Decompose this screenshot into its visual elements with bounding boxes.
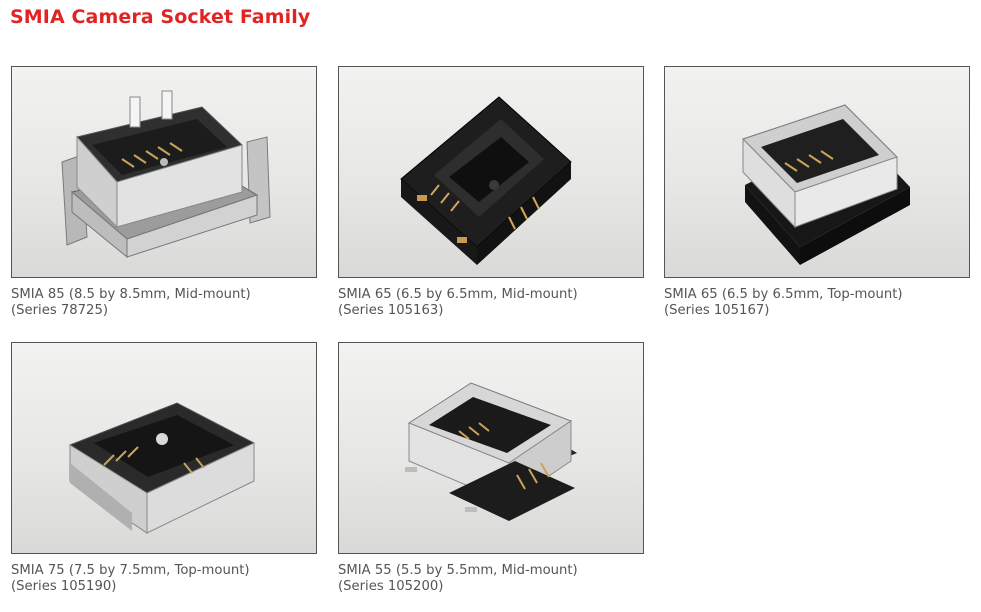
product-name: SMIA 75 (7.5 by 7.5mm, Top-mount) [11, 563, 250, 578]
socket-illustration-smia-75 [68, 402, 256, 534]
product-caption-smia-55: SMIA 55 (5.5 by 5.5mm, Mid-mount) (Serie… [338, 563, 644, 595]
product-name: SMIA 85 (8.5 by 8.5mm, Mid-mount) [11, 287, 251, 302]
product-photo-smia-65-mid [338, 66, 644, 278]
product-photo-smia-65-top [664, 66, 970, 278]
product-series: (Series 105190) [11, 579, 117, 594]
socket-illustration-smia-65-top [742, 104, 910, 265]
product-photo-smia-85 [11, 66, 317, 278]
product-name: SMIA 55 (5.5 by 5.5mm, Mid-mount) [338, 563, 578, 578]
socket-illustration-smia-55 [405, 382, 577, 521]
product-card-smia-85: SMIA 85 (8.5 by 8.5mm, Mid-mount) (Serie… [11, 66, 317, 319]
product-series: (Series 105167) [664, 303, 770, 318]
product-card-smia-55: SMIA 55 (5.5 by 5.5mm, Mid-mount) (Serie… [338, 342, 644, 595]
product-name: SMIA 65 (6.5 by 6.5mm, Mid-mount) [338, 287, 578, 302]
page-title: SMIA Camera Socket Family [10, 6, 311, 28]
product-series: (Series 105163) [338, 303, 444, 318]
socket-illustration-smia-85 [61, 90, 271, 259]
product-photo-smia-75 [11, 342, 317, 554]
product-photo-smia-55 [338, 342, 644, 554]
product-series: (Series 105200) [338, 579, 444, 594]
product-series: (Series 78725) [11, 303, 108, 318]
product-caption-smia-85: SMIA 85 (8.5 by 8.5mm, Mid-mount) (Serie… [11, 287, 317, 319]
socket-illustration-smia-65-mid [400, 96, 572, 265]
product-card-smia-75: SMIA 75 (7.5 by 7.5mm, Top-mount) (Serie… [11, 342, 317, 595]
product-caption-smia-65-top: SMIA 65 (6.5 by 6.5mm, Top-mount) (Serie… [664, 287, 970, 319]
product-card-smia-65-mid: SMIA 65 (6.5 by 6.5mm, Mid-mount) (Serie… [338, 66, 644, 319]
product-caption-smia-75: SMIA 75 (7.5 by 7.5mm, Top-mount) (Serie… [11, 563, 317, 595]
product-name: SMIA 65 (6.5 by 6.5mm, Top-mount) [664, 287, 903, 302]
product-caption-smia-65-mid: SMIA 65 (6.5 by 6.5mm, Mid-mount) (Serie… [338, 287, 644, 319]
product-card-smia-65-top: SMIA 65 (6.5 by 6.5mm, Top-mount) (Serie… [664, 66, 970, 319]
